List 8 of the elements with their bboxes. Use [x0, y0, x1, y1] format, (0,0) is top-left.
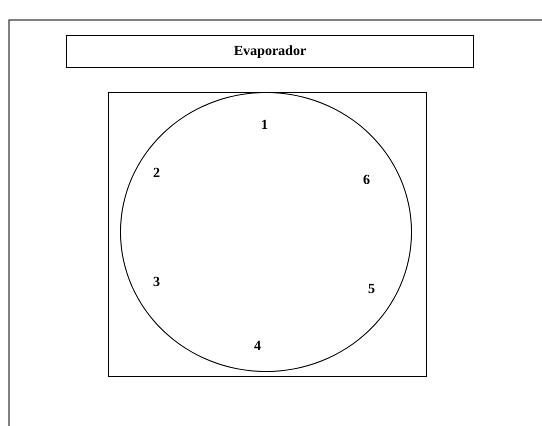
position-number: 6	[363, 173, 370, 189]
position-number: 4	[254, 339, 261, 355]
position-number: 5	[368, 282, 375, 298]
position-number: 1	[261, 118, 268, 134]
heading: Evaporador	[232, 44, 308, 60]
position-number: 2	[153, 166, 160, 182]
position-number: 3	[153, 275, 160, 291]
title-box	[66, 35, 474, 68]
